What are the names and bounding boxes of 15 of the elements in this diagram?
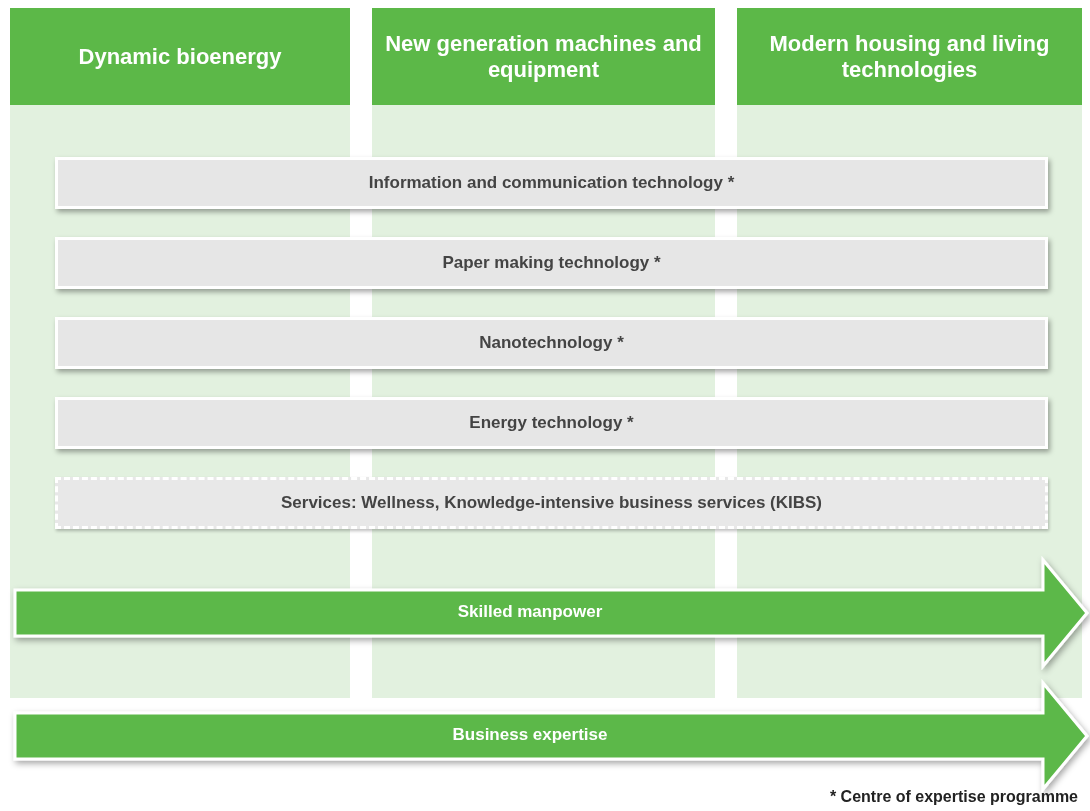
column-heading: Modern housing and living technologies — [737, 8, 1082, 105]
bar-label: Information and communication technology * — [368, 173, 735, 193]
technology-bar — [55, 397, 1048, 449]
dashed-bar — [55, 477, 1048, 529]
arrow-label: Business expertise — [451, 725, 609, 745]
technology-bar — [55, 157, 1048, 209]
arrow-label: Skilled manpower — [456, 602, 604, 622]
column-heading: Dynamic bioenergy — [10, 8, 350, 105]
bar-label: Services: Wellness, Knowledge-intensive business services (KIBS) — [280, 493, 823, 513]
bar-label: Paper making technology * — [442, 253, 661, 273]
technology-bar — [55, 317, 1048, 369]
bar-label: Energy technology * — [469, 413, 634, 433]
bar-label: Nanotechnology * — [479, 333, 624, 353]
technology-bar — [55, 237, 1048, 289]
column-heading: New generation machines and equipment — [372, 8, 715, 105]
